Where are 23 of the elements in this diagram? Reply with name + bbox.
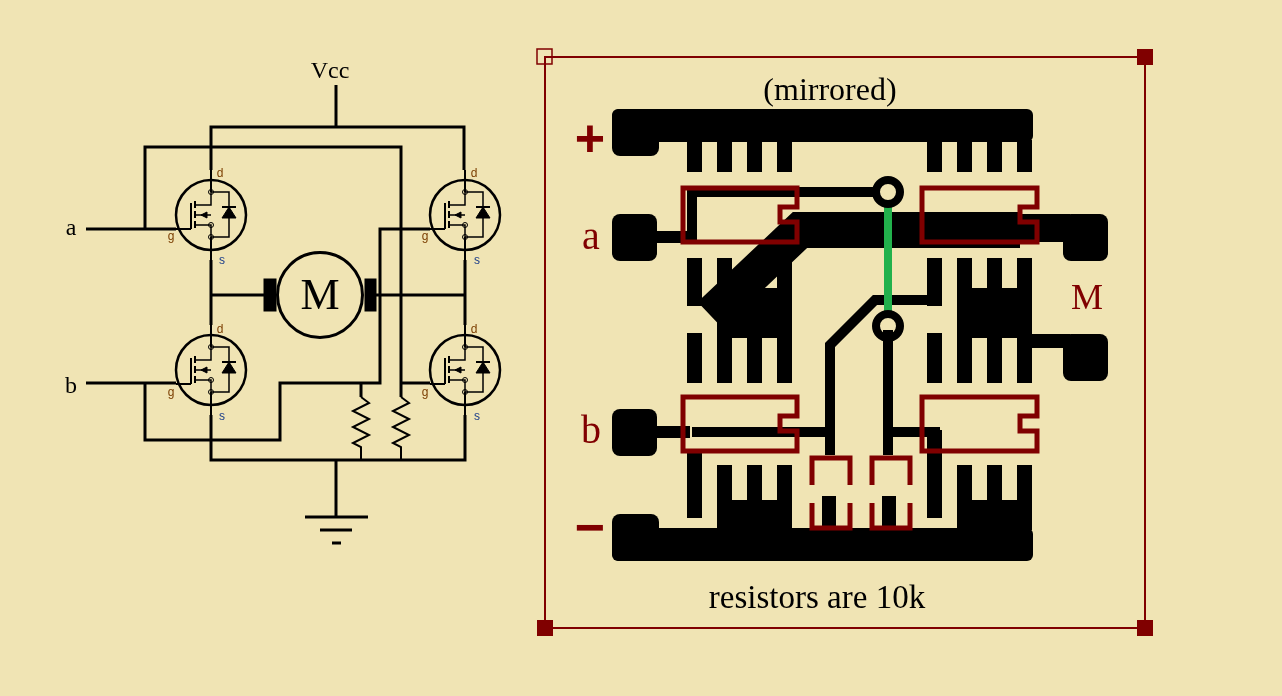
pin-label: d [216, 323, 224, 335]
note-text: (mirrored) [763, 73, 897, 105]
polarity-sign: + [574, 112, 606, 164]
pin-label: g [421, 230, 429, 242]
pin-label: s [474, 410, 480, 422]
pin-label: s [219, 254, 225, 266]
pin-label: d [470, 167, 478, 179]
pin-label: s [474, 254, 480, 266]
supply-label: Vcc [310, 58, 350, 82]
pin-label: s [219, 410, 225, 422]
motor-symbol: M [276, 251, 364, 339]
pad-label: a [582, 216, 600, 256]
pad-label: b [581, 410, 601, 450]
input-label: b [65, 373, 77, 397]
pin-label: g [167, 230, 175, 242]
pin-label: d [216, 167, 224, 179]
polarity-sign: − [574, 501, 606, 553]
pin-label: g [167, 386, 175, 398]
note-text: resistors are 10k [708, 580, 926, 614]
pin-label: d [470, 323, 478, 335]
input-label: a [65, 215, 77, 239]
pin-label: g [421, 386, 429, 398]
pad-label: M [1071, 279, 1103, 315]
